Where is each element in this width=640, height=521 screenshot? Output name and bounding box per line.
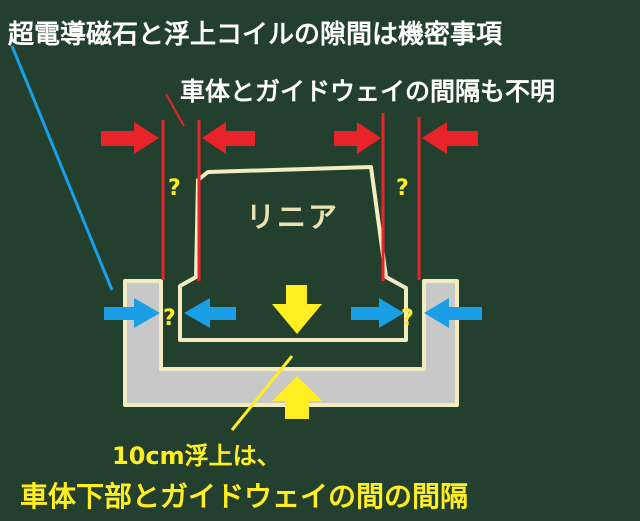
red-arrow-icon: [202, 122, 255, 154]
blue-arrow-icon: [184, 298, 236, 328]
question-mark-left-top: ?: [168, 176, 181, 201]
leader-line-yellow: [230, 355, 294, 431]
caption-levitation: 10cm浮上は、: [112, 442, 281, 470]
vehicle-body: [178, 165, 408, 342]
title-gap-confidential: 超電導磁石と浮上コイルの隙間は機密事項: [8, 20, 503, 50]
leader-line-red: [165, 93, 185, 127]
yellow-arrow-icon: [272, 285, 322, 334]
question-mark-right-top: ?: [396, 176, 409, 201]
red-arrow-icon: [422, 122, 478, 154]
question-mark-right-low: ?: [401, 306, 414, 331]
blue-arrow-icon: [351, 298, 404, 328]
red-arrow-icon: [334, 122, 381, 154]
red-arrow-icon: [101, 122, 159, 154]
blue-arrow-icon: [424, 298, 482, 328]
caption-gap-description: 車体下部とガイドウェイの間の間隔: [20, 480, 469, 513]
vehicle-label: リニア: [246, 200, 340, 234]
leader-line-blue: [10, 45, 114, 291]
question-mark-left-low: ?: [163, 306, 176, 331]
title-spacing-unknown: 車体とガイドウェイの間隔も不明: [180, 77, 556, 106]
guideway-channel: [123, 279, 459, 407]
blue-arrow-icon: [104, 298, 160, 328]
yellow-arrow-icon: [272, 376, 322, 419]
